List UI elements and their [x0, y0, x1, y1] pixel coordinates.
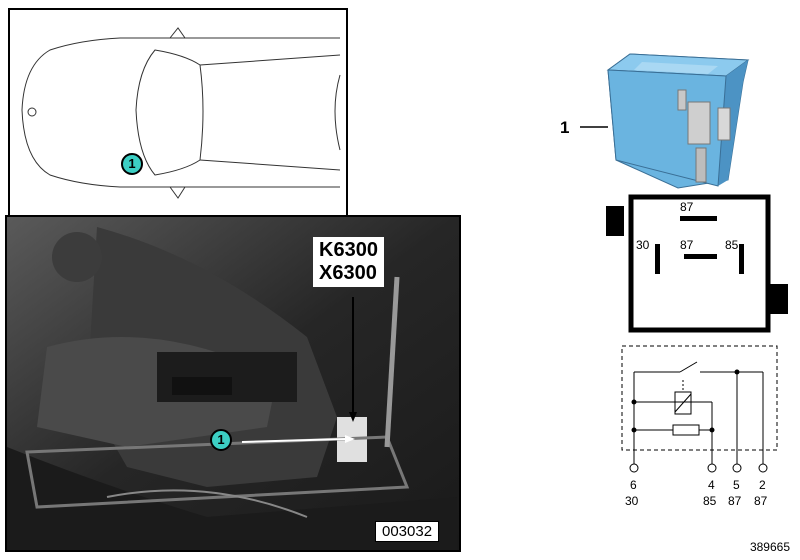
- car-outline-drawing: [21, 27, 341, 199]
- engine-bay-image: [7, 217, 459, 550]
- pin-number-4: 4: [708, 478, 715, 492]
- component-label-box: K6300 X6300: [313, 237, 384, 287]
- image-code: 003032: [375, 521, 440, 542]
- label-k6300: K6300: [319, 239, 378, 261]
- pin-label-left: 30: [636, 238, 650, 252]
- car-callout-1: 1: [121, 153, 143, 175]
- image-id: 389665: [749, 540, 790, 554]
- pin-number-2: 2: [759, 478, 766, 492]
- relay-pin-layout: [606, 194, 788, 333]
- pin-label-top: 87: [680, 200, 694, 214]
- pin-label-right: 85: [725, 238, 739, 252]
- pin-left-blade: [655, 244, 660, 274]
- part-number-label: 1: [560, 118, 570, 137]
- photo-callout-1: 1: [210, 429, 232, 451]
- pin-number-5: 5: [733, 478, 740, 492]
- pin-right-blade: [739, 244, 744, 274]
- terminal-87-b: 87: [754, 494, 768, 508]
- pin-number-6: 6: [630, 478, 637, 492]
- terminal-85: 85: [703, 494, 717, 508]
- relay-image: [580, 53, 750, 189]
- relay-circuit-schematic: [621, 345, 778, 473]
- engine-bay-photo: K6300 X6300 1 003032: [5, 215, 461, 552]
- terminal-87-a: 87: [728, 494, 742, 508]
- pin-center-blade: [684, 254, 717, 259]
- label-x6300: X6300: [319, 262, 377, 284]
- car-location-panel: 1: [8, 8, 348, 218]
- pin-label-center: 87: [680, 238, 694, 252]
- pin-top-blade: [680, 216, 717, 221]
- terminal-30: 30: [625, 494, 639, 508]
